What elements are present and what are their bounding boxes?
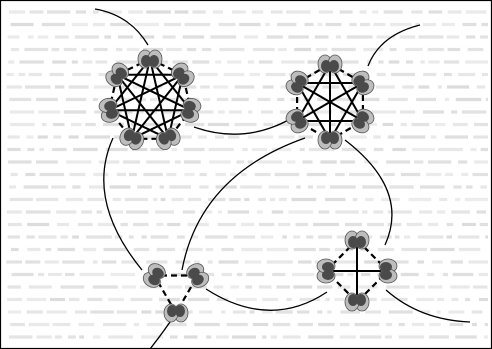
member-node	[138, 50, 162, 68]
member-node	[168, 60, 197, 90]
background-text-texture	[6, 12, 488, 337]
external-link	[95, 9, 148, 45]
external-link	[368, 25, 420, 66]
member-node	[345, 231, 369, 249]
member-node	[164, 304, 188, 322]
member-node	[103, 60, 132, 90]
external-link	[386, 290, 470, 322]
cluster-6	[283, 55, 376, 149]
member-node	[318, 55, 342, 73]
member-node	[349, 68, 377, 98]
bridge-link	[345, 140, 392, 245]
member-node	[345, 293, 369, 311]
member-node	[283, 68, 311, 98]
member-node	[379, 259, 397, 283]
member-node	[318, 131, 342, 149]
member-node	[317, 259, 335, 283]
